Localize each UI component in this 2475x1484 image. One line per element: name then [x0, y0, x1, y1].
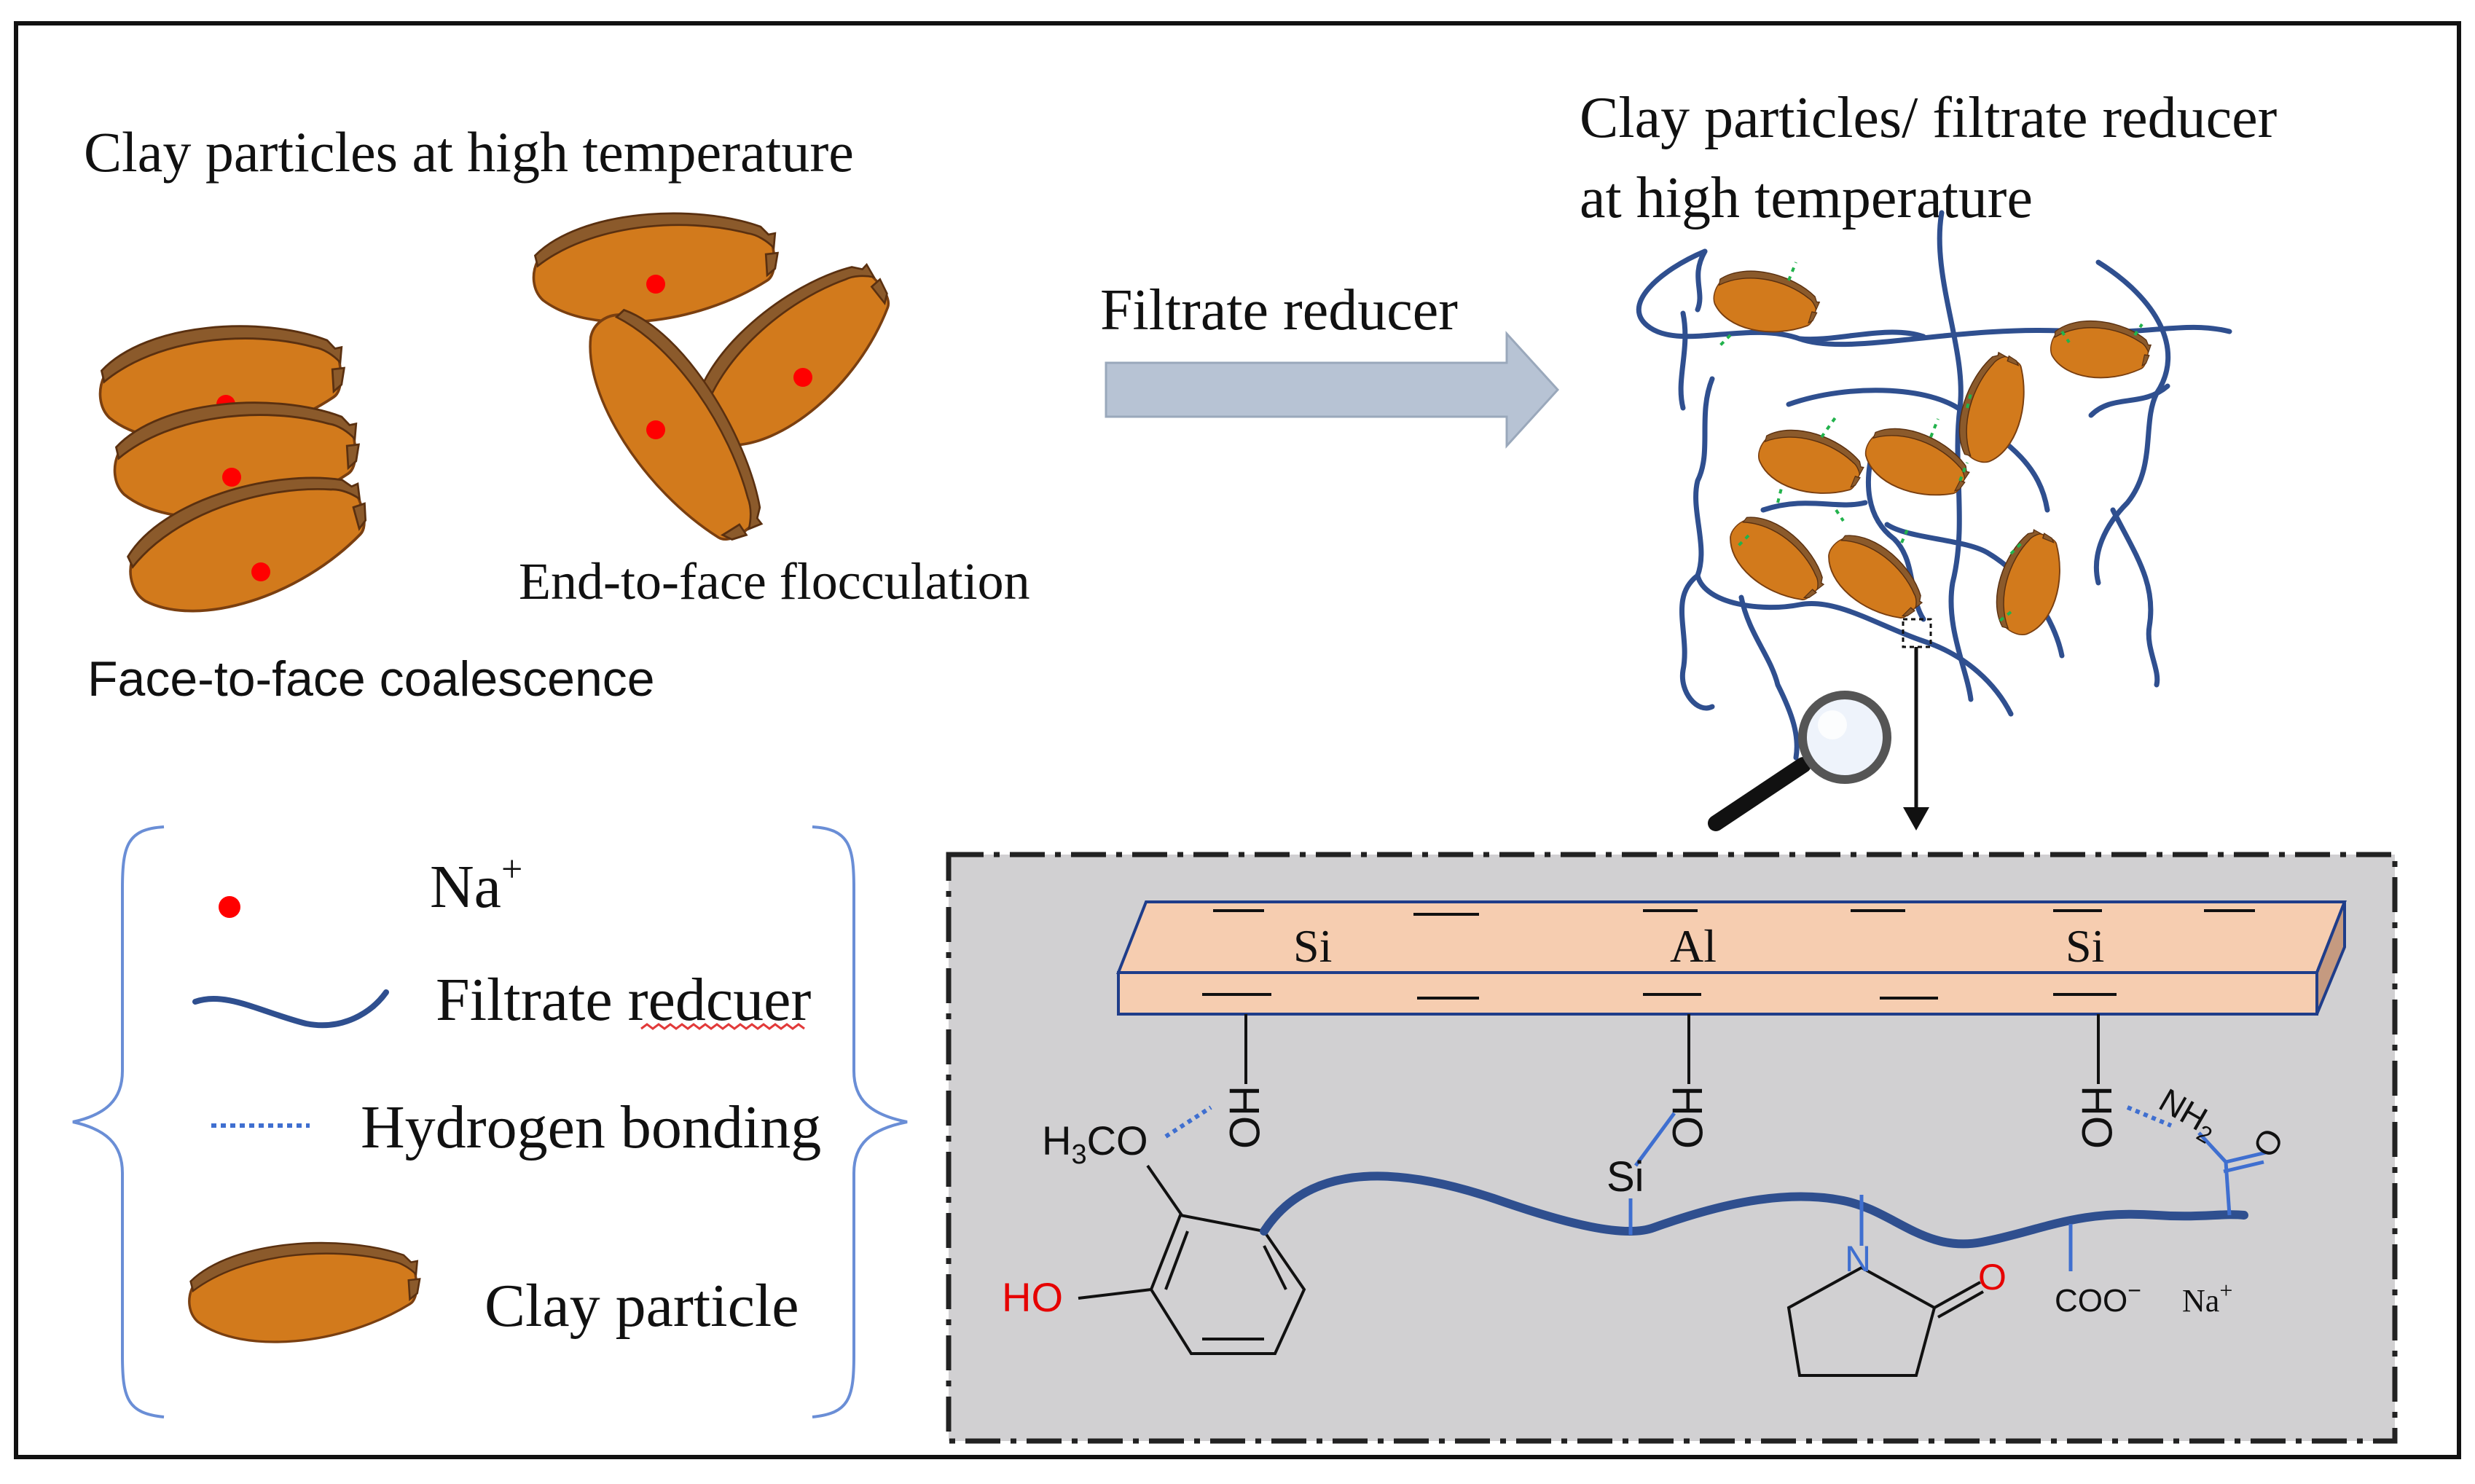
- plate-atom-si-1: Si: [1293, 920, 1332, 972]
- phenol-bond: [1078, 1288, 1152, 1300]
- silicon-label: Si: [1607, 1153, 1644, 1201]
- carboxylate-group: COO−: [2055, 1277, 2141, 1319]
- sodium-ion: [646, 275, 665, 294]
- legend-brace-right: [812, 825, 908, 1418]
- pyrrolidone-ring: [1786, 1195, 1984, 1377]
- zoom-region: [1902, 618, 1932, 648]
- legend-clay-label: Clay particle: [485, 1272, 799, 1340]
- legend-polymer-label: Filtrate redcuer: [436, 966, 811, 1034]
- network-hbonds: [1718, 262, 2143, 622]
- sodium-ion: [793, 368, 812, 387]
- legend-polymer-icon: [192, 989, 389, 1029]
- zoom-arrow: [1903, 647, 1929, 831]
- methoxy-bond: [1146, 1164, 1183, 1217]
- left-title: Clay particles at high temperature: [84, 120, 854, 184]
- magnifier-icon: [1708, 691, 1891, 831]
- clay-plate: [1116, 900, 2347, 1016]
- plate-atom-si-2: Si: [2066, 920, 2104, 972]
- hydroxyl-3: HO: [2073, 1085, 2120, 1149]
- process-arrow: [1105, 331, 1560, 449]
- hydroxyl-1: HO: [1220, 1085, 1268, 1149]
- surface-hydroxyls: [1244, 1014, 2100, 1084]
- legend-brace-left: [72, 825, 165, 1418]
- legend-hbond-label: Hydrogen bonding: [361, 1094, 821, 1161]
- sodium-ion: [251, 562, 270, 581]
- right-title-line1: Clay particles/ filtrate reducer: [1580, 86, 2277, 150]
- legend-sodium-label: Na+: [430, 849, 522, 921]
- detail-hbonds: [1164, 1105, 2173, 1139]
- lactam-oxygen: O: [1978, 1257, 2007, 1297]
- end-to-face-flocculation: [532, 212, 921, 568]
- legend-sodium-icon: [219, 896, 240, 918]
- lactam-nitrogen: N: [1845, 1238, 1871, 1279]
- phenol-group: HO: [1002, 1274, 1063, 1320]
- end-to-face-label: End-to-face flocculation: [519, 552, 1030, 611]
- legend-spellcheck-underline: [640, 1023, 805, 1030]
- silane-link: [1628, 1112, 1676, 1235]
- sodium-ion: [222, 468, 241, 487]
- counter-ion: Na+: [2182, 1277, 2232, 1319]
- arrow-label: Filtrate reducer: [1100, 278, 1458, 342]
- face-to-face-stack: [98, 324, 382, 627]
- sodium-ion: [646, 420, 665, 439]
- plate-atom-al: Al: [1670, 920, 1717, 972]
- plate-charges: [1202, 909, 2255, 1000]
- amide-group: [2197, 1131, 2267, 1216]
- methoxy-group: H3CO: [1042, 1118, 1148, 1170]
- right-title-line2: at high temperature: [1580, 166, 2033, 230]
- face-to-face-label: Face-to-face coalescence: [87, 651, 655, 707]
- polymer-backbone: [1260, 1171, 2248, 1249]
